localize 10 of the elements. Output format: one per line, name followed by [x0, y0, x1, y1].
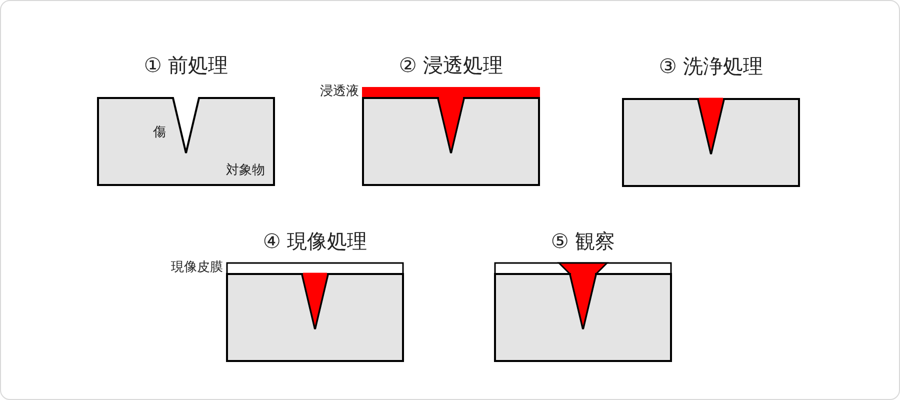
- part-label: 対象物: [226, 162, 265, 179]
- step-heading: ④ 現像処理: [262, 228, 368, 255]
- layer-label: 浸透液: [320, 83, 359, 100]
- step-heading: ③ 洗浄処理: [658, 53, 764, 80]
- process-step: [494, 228, 672, 362]
- layer-label: 現像皮膜: [171, 259, 223, 276]
- step-heading: ⑤ 観察: [550, 228, 616, 255]
- part-label: 傷: [153, 124, 166, 141]
- step-heading: ② 浸透処理: [398, 52, 504, 79]
- step-heading: ① 前処理: [144, 52, 228, 79]
